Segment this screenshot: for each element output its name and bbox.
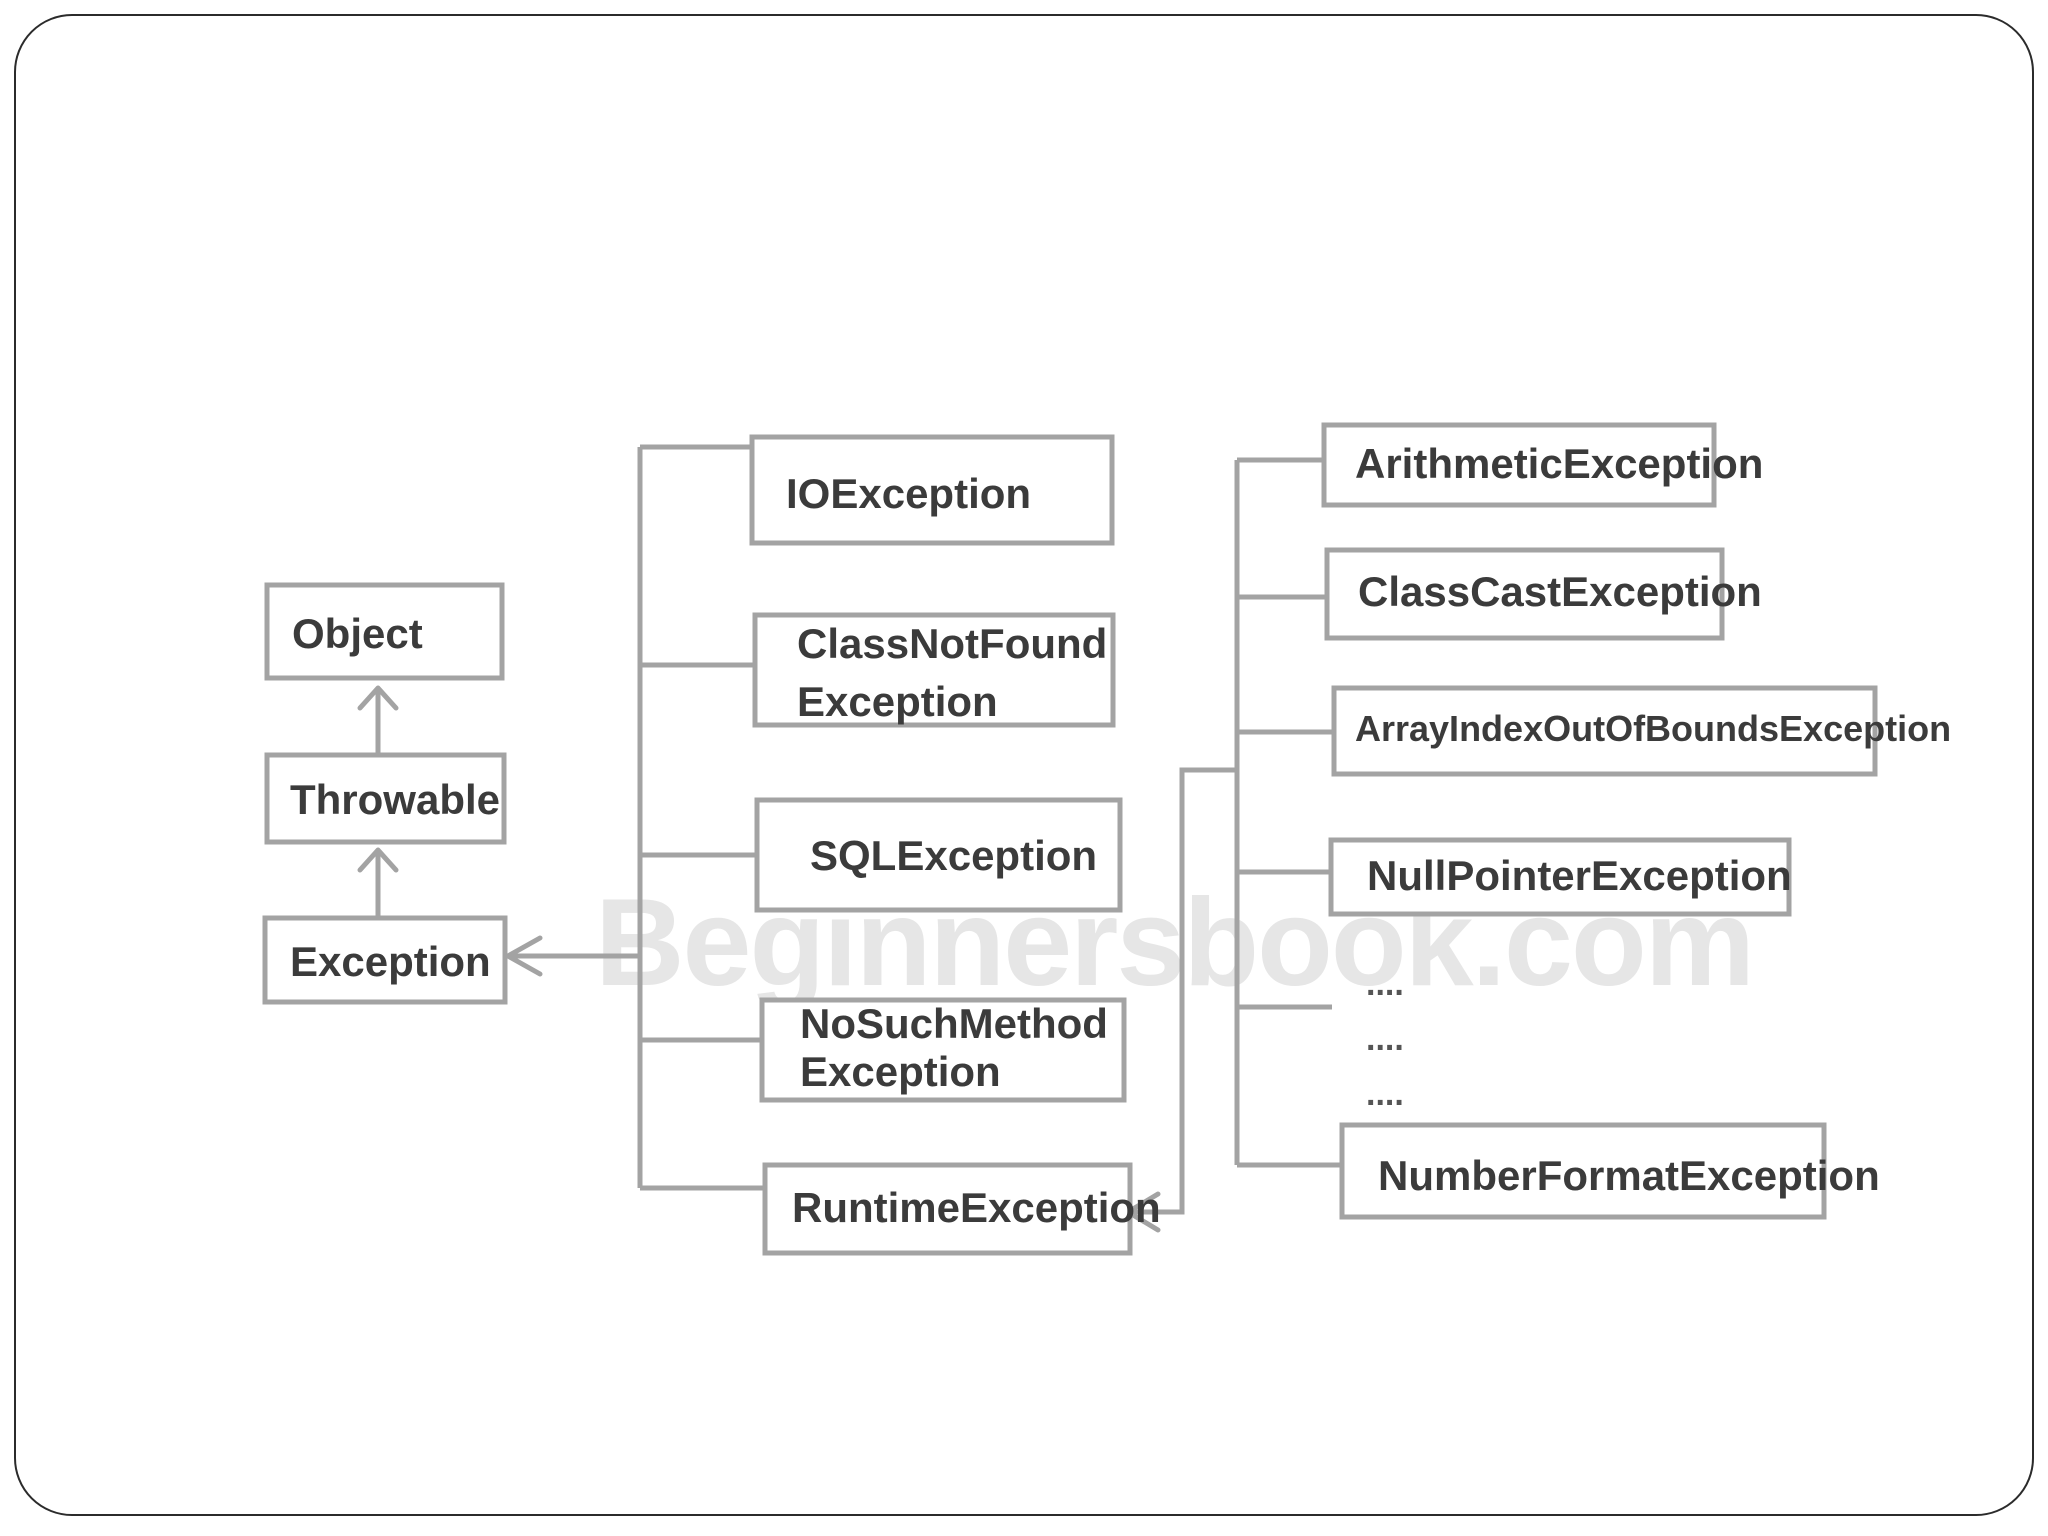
node-no-such-method-label-line1: NoSuchMethod (800, 1000, 1108, 1047)
arrowhead-exception (505, 935, 543, 977)
node-null-pointer-exception: NullPointerException (1328, 837, 1792, 917)
node-class-not-found-label-line2: Exception (797, 678, 998, 725)
node-number-format-exception-label: NumberFormatException (1378, 1152, 1880, 1199)
connector-runtime-link (1130, 767, 1237, 1215)
node-array-index-exception: ArrayIndexOutOfBoundsException (1331, 685, 1951, 777)
node-null-pointer-exception-label: NullPointerException (1367, 852, 1792, 899)
node-runtime-exception: RuntimeException (762, 1162, 1161, 1256)
node-number-format-exception: NumberFormatException (1339, 1122, 1880, 1220)
node-no-such-method-exception: NoSuchMethod Exception (759, 997, 1127, 1103)
node-runtime-exception-label: RuntimeException (792, 1184, 1161, 1231)
node-io-exception-label: IOException (786, 470, 1031, 517)
node-class-not-found-exception: ClassNotFound Exception (752, 612, 1116, 728)
node-exception: Exception (262, 915, 508, 1005)
node-exception-label: Exception (290, 938, 491, 985)
arrowhead-object (357, 685, 399, 711)
node-throwable-label: Throwable (290, 776, 500, 823)
arrowhead-throwable (357, 847, 399, 873)
node-io-exception: IOException (749, 434, 1115, 546)
node-array-index-exception-label: ArrayIndexOutOfBoundsException (1355, 708, 1951, 749)
node-sql-exception: SQLException (754, 797, 1123, 913)
node-class-cast-exception-label: ClassCastException (1358, 568, 1762, 615)
ellipsis-1: .... (1366, 965, 1404, 1003)
ellipsis-2: .... (1366, 1020, 1404, 1058)
node-no-such-method-label-line2: Exception (800, 1048, 1001, 1095)
node-object-label: Object (292, 610, 423, 657)
node-arithmetic-exception-label: ArithmeticException (1355, 440, 1763, 487)
ellipsis-3: .... (1366, 1075, 1404, 1113)
node-class-not-found-label-line1: ClassNotFound (797, 620, 1107, 667)
node-arithmetic-exception: ArithmeticException (1321, 422, 1763, 508)
node-class-cast-exception: ClassCastException (1324, 547, 1762, 641)
node-throwable: Throwable (264, 752, 507, 845)
node-object: Object (264, 582, 505, 681)
node-sql-exception-label: SQLException (810, 832, 1097, 879)
